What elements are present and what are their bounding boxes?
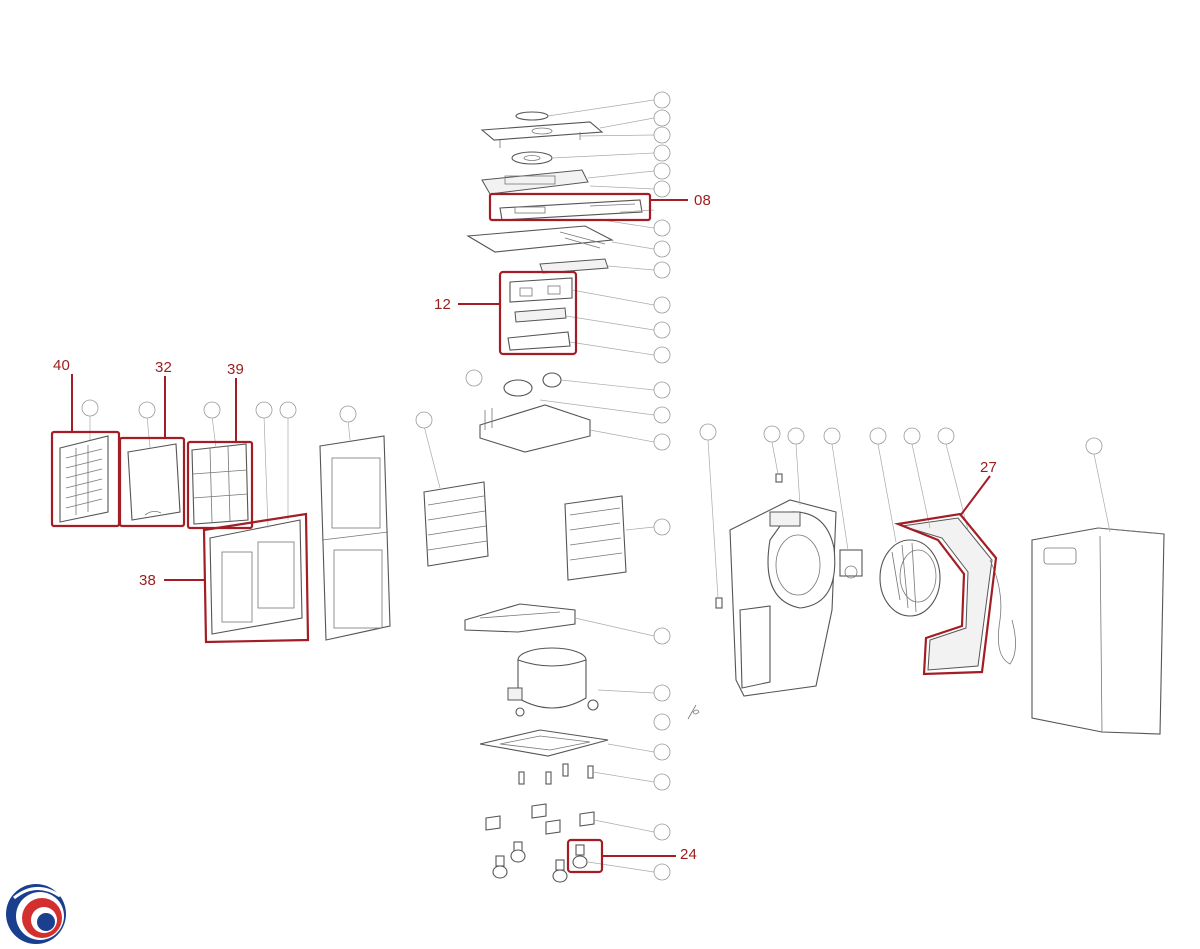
callout-40: 40 [53,357,71,374]
highlight-box-38 [202,512,310,644]
callout-08: 08 [694,192,712,209]
right-parts-group [699,423,1165,735]
highlight-overlays [50,192,998,874]
highlight-outline-27 [893,512,998,676]
company-logo-icon [6,884,66,944]
center-part-stack [464,91,700,883]
left-parts-group [59,399,489,641]
callout-24: 24 [680,846,698,863]
highlight-box-12 [498,270,578,356]
callout-12: 12 [434,296,452,313]
callout-39: 39 [227,361,245,378]
callout-38: 38 [139,572,157,589]
highlight-box-32 [118,436,186,528]
callout-32: 32 [155,359,173,376]
highlight-box-24 [566,838,604,874]
callout-27: 27 [980,459,998,476]
highlight-box-08 [488,192,652,222]
